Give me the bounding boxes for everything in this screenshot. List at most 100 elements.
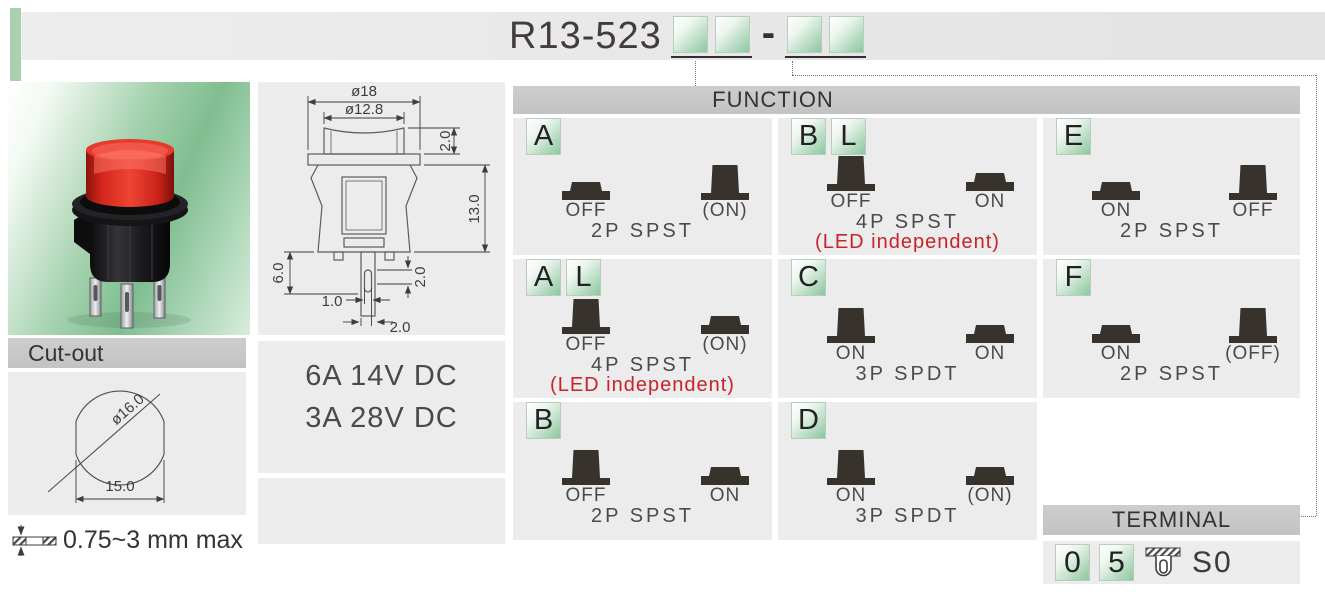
switch-state-label: OFF xyxy=(565,485,607,506)
switch-position: (ON) xyxy=(692,294,758,356)
dimension-drawing-panel: ø18 ø12.8 2.0 13.0 6.0 1.0 2.0 2.0 xyxy=(258,82,505,336)
switch-state-label: OFF xyxy=(830,191,872,212)
dim-body-depth: 13.0 xyxy=(466,194,483,223)
connector-terminal-drop xyxy=(792,61,793,75)
switch-state-label: (ON) xyxy=(967,485,1013,506)
code-badge: B xyxy=(791,118,826,155)
cutout-section-header: Cut-out xyxy=(8,338,246,368)
switch-position: (OFF) xyxy=(1220,303,1286,365)
code-box xyxy=(672,15,708,53)
function-code-badges: C xyxy=(791,259,826,296)
switch-position: ON xyxy=(692,445,758,507)
switch-state-label: ON xyxy=(1100,200,1132,221)
switch-plunger-up-glyph xyxy=(1229,308,1277,343)
switch-position: OFF xyxy=(818,151,884,213)
code-badge: C xyxy=(791,259,826,296)
code-box xyxy=(714,15,750,53)
terminal-section-header: TERMINAL xyxy=(1043,505,1300,535)
connector-function-line xyxy=(695,61,696,86)
connector-terminal-horizontal xyxy=(792,75,1316,76)
terminal-code-5: 5 xyxy=(1099,544,1134,581)
pole-type-label: 2P SPST xyxy=(1120,220,1223,242)
function-section-header: FUNCTION xyxy=(513,86,1300,114)
switch-position: ON xyxy=(818,303,884,365)
function-cell-d: D ON (ON) 3P SPDT xyxy=(778,402,1037,540)
function-cell-f: F ON (OFF)2P SPST xyxy=(1043,259,1300,398)
switch-position: ON xyxy=(957,303,1023,365)
switch-plunger-up-glyph xyxy=(827,156,875,191)
switch-position: ON xyxy=(957,151,1023,213)
pole-type-label: 3P SPDT xyxy=(855,505,960,527)
switch-plunger-up-glyph xyxy=(1229,165,1277,200)
dim-outer-diameter: ø18 xyxy=(351,83,377,100)
switch-plunger-up-glyph xyxy=(827,308,875,343)
terminal-title: TERMINAL xyxy=(1111,507,1232,532)
panel-thickness-label: 0.75~3 mm max xyxy=(63,525,243,554)
function-code-badges: F xyxy=(1056,259,1091,296)
led-note-label: (LED independent) xyxy=(815,231,1000,253)
switch-plunger-down-glyph xyxy=(1092,182,1140,200)
rating-line-2: 3A 28V DC xyxy=(305,402,458,434)
switch-state-label: OFF xyxy=(565,200,607,221)
switch-position: (ON) xyxy=(692,160,758,222)
switch-position: OFF xyxy=(1220,160,1286,222)
switch-state-label: ON xyxy=(1100,343,1132,364)
switch-state-label: (ON) xyxy=(702,200,748,221)
blank-panel xyxy=(258,478,505,544)
pole-type-label: 4P SPST xyxy=(856,211,959,233)
rating-line-1: 6A 14V DC xyxy=(305,360,458,392)
dim-button-diameter: ø12.8 xyxy=(345,101,383,118)
code-badge: A xyxy=(526,259,561,296)
switch-position: OFF xyxy=(553,445,619,507)
switch-plunger-up-glyph xyxy=(562,450,610,485)
switch-positions-row: ON (OFF) xyxy=(1083,303,1286,365)
pole-type-label: 4P SPST xyxy=(591,354,694,376)
switch-position: OFF xyxy=(553,294,619,356)
switch-state-label: (ON) xyxy=(702,334,748,355)
switch-positions-row: OFF (ON) xyxy=(553,294,758,356)
switch-state-label: (OFF) xyxy=(1225,343,1281,364)
switch-positions-row: OFF ON xyxy=(818,151,1023,213)
terminal-suffix-label: S0 xyxy=(1192,545,1233,579)
switch-position: ON xyxy=(1083,303,1149,365)
switch-position: ON xyxy=(818,445,884,507)
code-badge: E xyxy=(1056,118,1091,155)
pole-type-label: 3P SPDT xyxy=(855,363,960,385)
pole-type-label: 2P SPST xyxy=(1120,363,1223,385)
dim-terminal-length: 6.0 xyxy=(270,263,287,284)
electrical-ratings-panel: 6A 14V DC 3A 28V DC xyxy=(258,341,505,473)
function-code-badges: D xyxy=(791,402,826,439)
panel-thickness-icon xyxy=(12,525,57,556)
switch-positions-row: ON (ON) xyxy=(818,445,1023,507)
switch-plunger-up-glyph xyxy=(562,299,610,334)
switch-position: (ON) xyxy=(957,445,1023,507)
switch-state-label: OFF xyxy=(565,334,607,355)
code-badge: F xyxy=(1056,259,1091,296)
code-badge: B xyxy=(526,402,561,439)
dim-pin-offset: 2.0 xyxy=(412,267,429,288)
switch-plunger-down-glyph xyxy=(701,467,749,485)
code-box-group-2 xyxy=(785,15,867,58)
function-title: FUNCTION xyxy=(712,87,834,112)
terminal-code-row: 0 5 S0 xyxy=(1043,541,1300,584)
switch-state-label: ON xyxy=(974,191,1006,212)
switch-plunger-up-glyph xyxy=(827,450,875,485)
model-number: R13-523 xyxy=(509,14,662,57)
code-box-group-1 xyxy=(670,15,752,58)
dim-cap-height: 2.0 xyxy=(437,131,454,152)
switch-plunger-down-glyph xyxy=(1092,325,1140,343)
switch-state-label: ON xyxy=(974,343,1006,364)
switch-plunger-down-glyph xyxy=(966,173,1014,191)
switch-position: ON xyxy=(1083,160,1149,222)
switch-plunger-down-glyph xyxy=(701,316,749,334)
switch-plunger-down-glyph xyxy=(966,325,1014,343)
green-accent-bar xyxy=(10,8,21,81)
code-box xyxy=(829,15,865,53)
dim-hole-width: 1.0 xyxy=(322,293,343,310)
